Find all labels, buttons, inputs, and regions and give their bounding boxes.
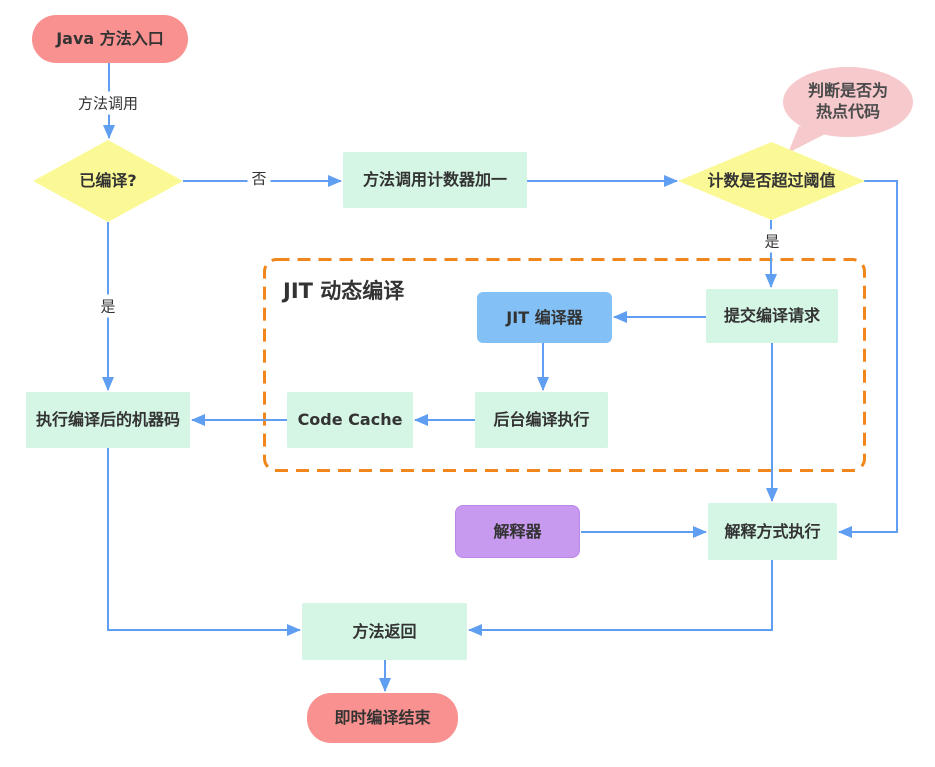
hotspot-bubble-line2: 热点代码 xyxy=(815,102,880,121)
edge-execute-to-return xyxy=(107,448,301,636)
node-method-return: 方法返回 xyxy=(302,603,467,660)
node-background-compile: 后台编译执行 xyxy=(475,392,608,448)
node-interpret-execute: 解释方式执行 xyxy=(708,503,837,560)
node-compiled-check-label: 已编译? xyxy=(79,171,137,190)
node-interpreter: 解释器 xyxy=(455,505,580,558)
node-jit-compiler-label: JIT 编译器 xyxy=(506,307,583,327)
edge-label-yes-hotspot: 是 xyxy=(760,229,784,253)
node-jit-end-label: 即时编译结束 xyxy=(334,708,431,727)
node-jit-end: 即时编译结束 xyxy=(307,693,458,743)
jit-container-title: JIT 动态编译 xyxy=(283,279,405,303)
node-interpret-execute-label: 解释方式执行 xyxy=(724,521,821,541)
edge-label-yes-compiled: 是 xyxy=(96,294,120,318)
node-counter-increment: 方法调用计数器加一 xyxy=(343,152,527,208)
node-execute-machine-code-label: 执行编译后的机器码 xyxy=(35,410,180,429)
node-submit-request: 提交编译请求 xyxy=(706,289,838,343)
node-threshold-check-label: 计数是否超过阈值 xyxy=(707,171,836,190)
node-jit-compiler: JIT 编译器 xyxy=(477,292,612,343)
node-java-entry: Java 方法入口 xyxy=(32,15,188,63)
node-interpreter-label: 解释器 xyxy=(493,521,542,541)
edge-threshold-to-interpret xyxy=(838,180,898,538)
node-hotspot-bubble: 判断是否为 热点代码 xyxy=(783,67,913,137)
node-java-entry-label: Java 方法入口 xyxy=(56,29,164,48)
node-counter-increment-label: 方法调用计数器加一 xyxy=(362,170,507,189)
edge-interpret-to-return xyxy=(468,560,773,636)
node-code-cache: Code Cache xyxy=(287,392,413,448)
hotspot-bubble-line1: 判断是否为 xyxy=(807,81,888,101)
node-method-return-label: 方法返回 xyxy=(352,621,417,641)
edge-label-method-call: 方法调用 xyxy=(73,91,143,115)
node-background-compile-label: 后台编译执行 xyxy=(493,410,590,429)
node-code-cache-label: Code Cache xyxy=(297,410,403,429)
node-execute-machine-code: 执行编译后的机器码 xyxy=(26,392,190,448)
node-submit-request-label: 提交编译请求 xyxy=(723,306,820,325)
edge-label-no: 否 xyxy=(247,166,271,190)
